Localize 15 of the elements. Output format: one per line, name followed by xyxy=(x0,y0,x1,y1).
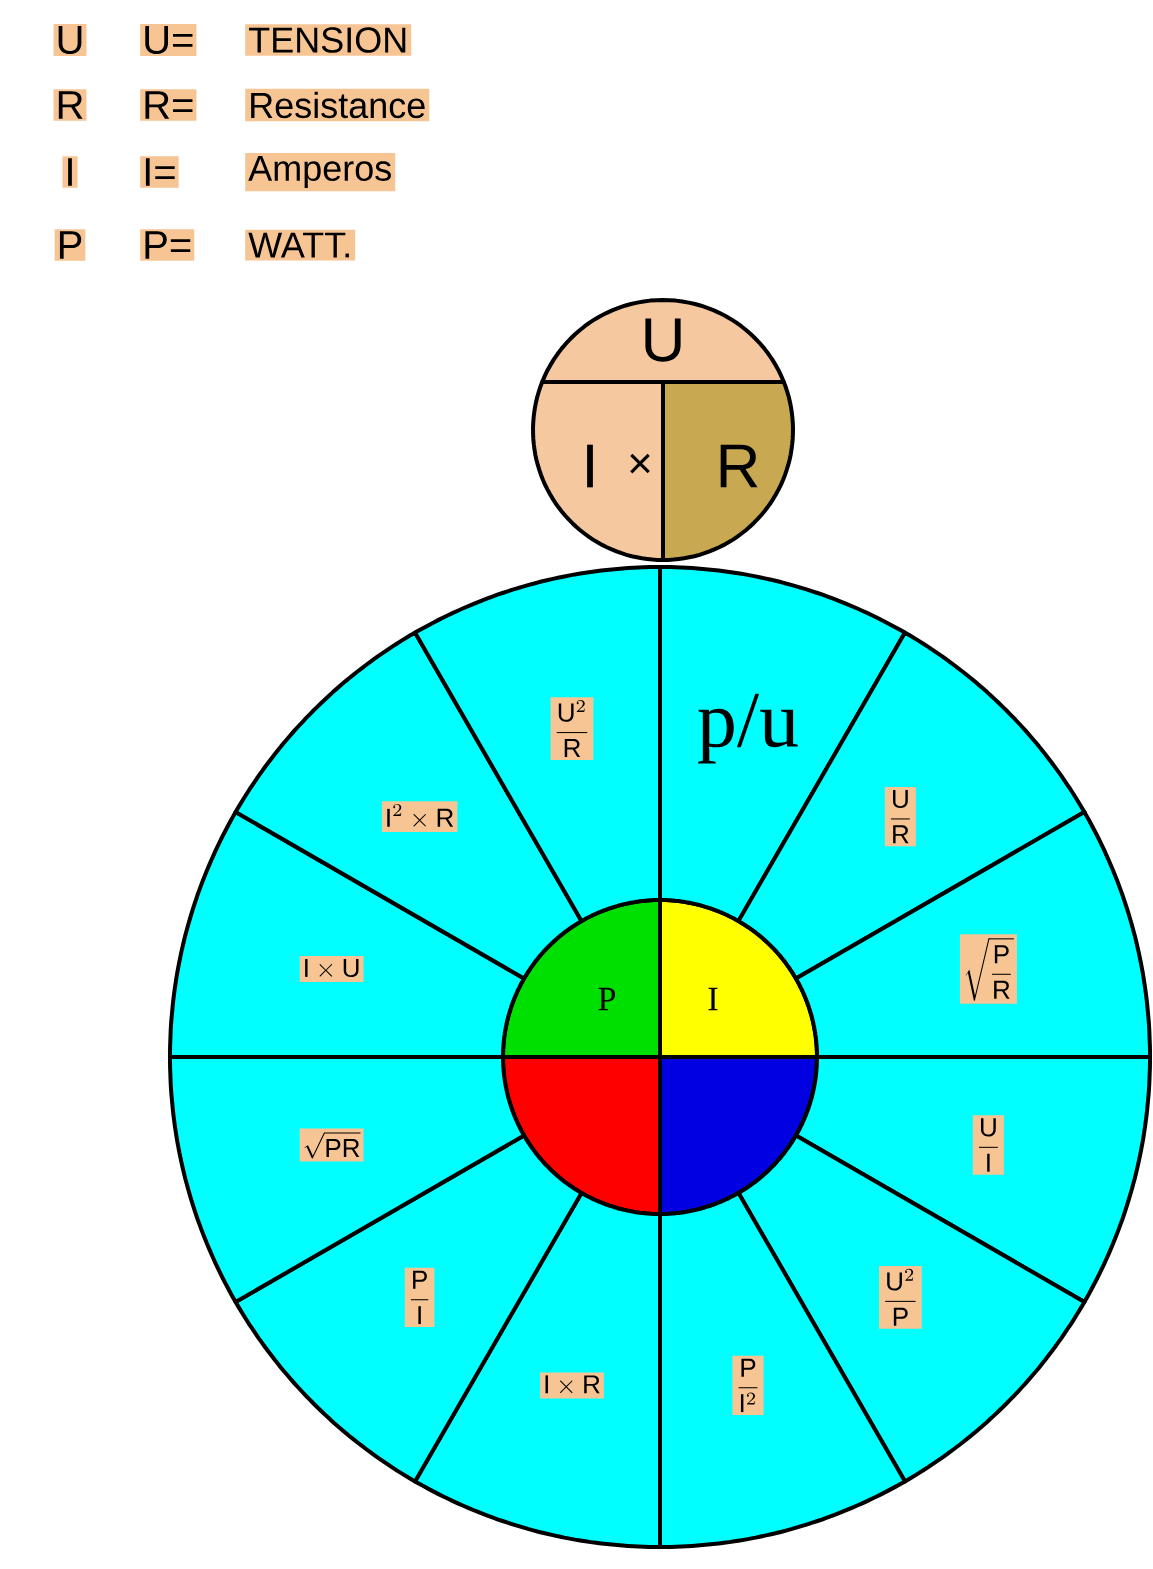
definition-text: WATT. xyxy=(245,229,356,261)
symbol-letter: P= xyxy=(140,229,195,261)
symbol-letter: U xyxy=(53,24,87,56)
times-sign: × xyxy=(630,453,650,474)
circle-segment: R xyxy=(661,380,795,562)
definition-text: Amperos xyxy=(245,152,396,192)
symbol-letter: U= xyxy=(140,24,197,56)
definition-text: Resistance xyxy=(245,88,430,122)
symbol-letter: I= xyxy=(140,156,179,188)
definition-text: TENSION xyxy=(245,24,412,56)
circle-segment: U xyxy=(540,298,786,384)
symbol-letter: I xyxy=(62,156,78,188)
symbol-letter: R xyxy=(53,89,87,121)
symbol-letter: R= xyxy=(140,89,197,121)
symbol-letter: P xyxy=(54,229,86,261)
